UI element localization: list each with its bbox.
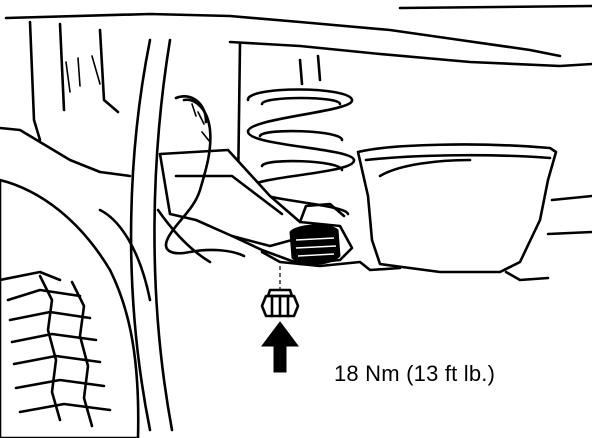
torque-spec-label: 18 Nm (13 ft lb.)	[334, 361, 496, 386]
body-outline	[0, 4, 592, 178]
brake-hose	[164, 95, 246, 258]
coil-spring	[236, 42, 356, 216]
tire	[0, 178, 152, 438]
axle-housing	[356, 143, 592, 282]
up-arrow-icon	[261, 321, 299, 373]
nut-icon	[260, 288, 300, 318]
wheel-rim	[129, 38, 212, 432]
ball-joint	[289, 224, 341, 265]
